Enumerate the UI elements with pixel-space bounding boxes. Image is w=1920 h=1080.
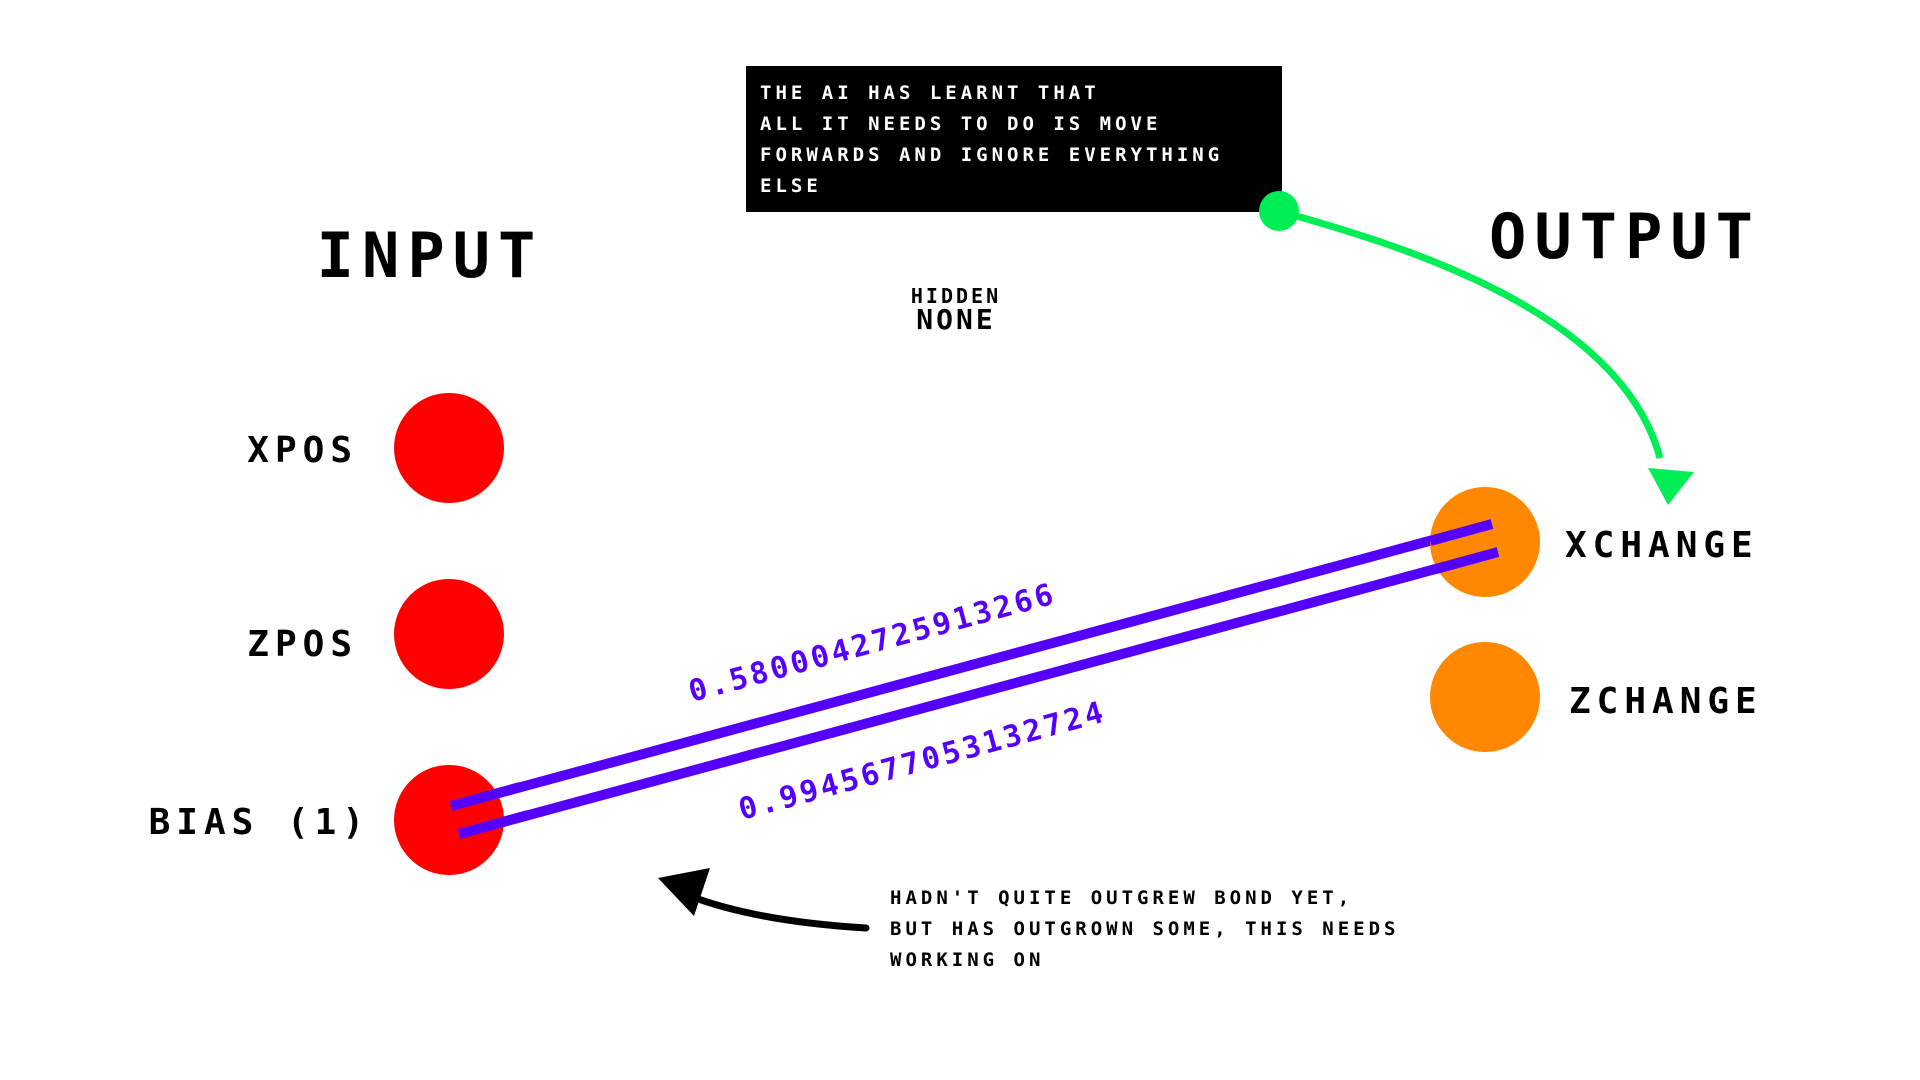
input-node-xpos: XPOS (247, 393, 504, 503)
hidden-layer-label: HIDDEN (911, 284, 1001, 308)
output-node-circle (1430, 487, 1540, 597)
top-note-line: FORWARDS AND IGNORE EVERYTHING (760, 144, 1223, 166)
input-node-label: ZPOS (247, 624, 358, 665)
connection-bias-xchange (449, 519, 1494, 811)
output-node-zchange: ZCHANGE (1430, 642, 1763, 752)
top-note-box (746, 66, 1282, 212)
bottom-note-line: HADN'T QUITE OUTGREW BOND YET, (890, 887, 1353, 909)
output-node-label: ZCHANGE (1569, 681, 1763, 722)
bottom-note-line: BUT HAS OUTGROWN SOME, THIS NEEDS (890, 918, 1400, 940)
top-note-line: THE AI HAS LEARNT THAT (760, 82, 1100, 104)
output-header: OUTPUT (1489, 200, 1761, 273)
input-node-label: XPOS (247, 430, 358, 471)
top-note-line: ALL IT NEEDS TO DO IS MOVE (760, 113, 1161, 135)
top-note-line: ELSE (760, 175, 822, 197)
green-pointer-dot (1259, 191, 1299, 231)
connection-bias-xchange-overlay (449, 782, 522, 811)
connection-bias-xchange-end (1428, 519, 1494, 546)
input-node-zpos: ZPOS (247, 579, 504, 689)
bottom-note: HADN'T QUITE OUTGREW BOND YET, BUT HAS O… (890, 887, 1400, 971)
black-pointer-arrow (686, 892, 870, 932)
connection-bias-zchange-overlay (457, 810, 530, 839)
connection-bias-zchange-end (1434, 547, 1500, 574)
input-node-circle (394, 579, 504, 689)
input-node-bias: BIAS (1) (149, 765, 504, 875)
black-arrowhead-icon (658, 868, 710, 916)
top-note: THE AI HAS LEARNT THAT ALL IT NEEDS TO D… (746, 66, 1282, 212)
green-arrowhead-icon (1648, 468, 1694, 505)
green-pointer-arrow (1278, 207, 1664, 459)
input-header: INPUT (317, 219, 544, 292)
hidden-layer-value: NONE (916, 303, 995, 336)
bottom-note-line: WORKING ON (890, 949, 1044, 971)
input-node-label: BIAS (1) (149, 802, 370, 843)
input-node-circle (394, 765, 504, 875)
connection-bias-zchange (457, 547, 1500, 839)
input-node-circle (394, 393, 504, 503)
output-node-xchange: XCHANGE (1430, 487, 1759, 597)
output-node-label: XCHANGE (1565, 525, 1759, 566)
output-node-circle (1430, 642, 1540, 752)
